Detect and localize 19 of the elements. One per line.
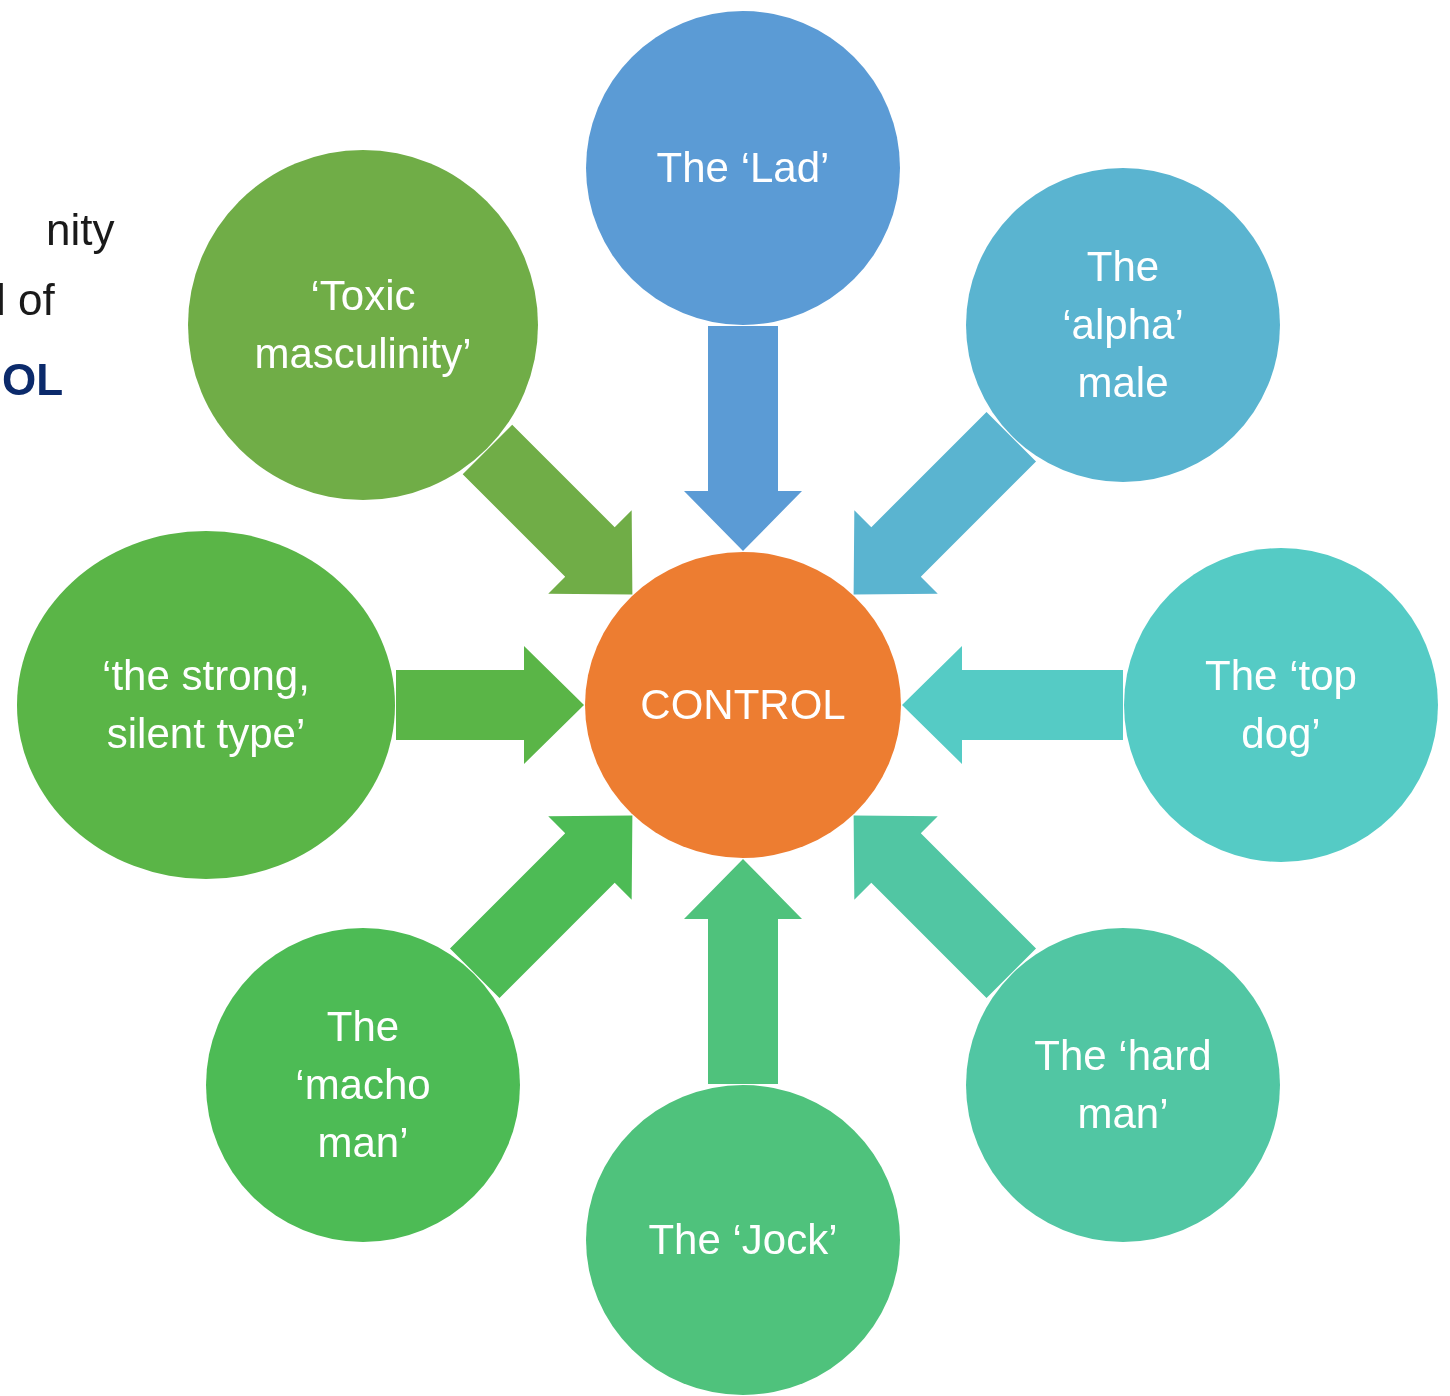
block-arrow [684,326,802,551]
block-arrow [462,424,633,595]
circle-label: The ‘macho man’ [294,1002,432,1168]
circle-label: The ‘top dog’ [1204,651,1358,759]
circle-label: The ‘hard man’ [1033,1031,1213,1139]
circle-label: ‘Toxic masculinity’ [253,271,473,379]
block-arrow [684,859,802,1084]
block-arrow [853,815,1037,999]
circle-label: The ‘Lad’ [656,143,830,193]
circle-label: The ‘Jock’ [648,1215,838,1265]
heading-fragment: OL [2,355,64,405]
block-arrow [902,646,1123,764]
heading-fragment: nity [46,205,115,255]
circle-label: ‘the strong, silent type’ [101,651,311,759]
circle-label: The ‘alpha’ male [1061,242,1185,408]
block-arrow [396,646,584,764]
circle-label: CONTROL [640,680,846,730]
block-arrow [449,815,633,999]
block-arrow [853,411,1037,595]
